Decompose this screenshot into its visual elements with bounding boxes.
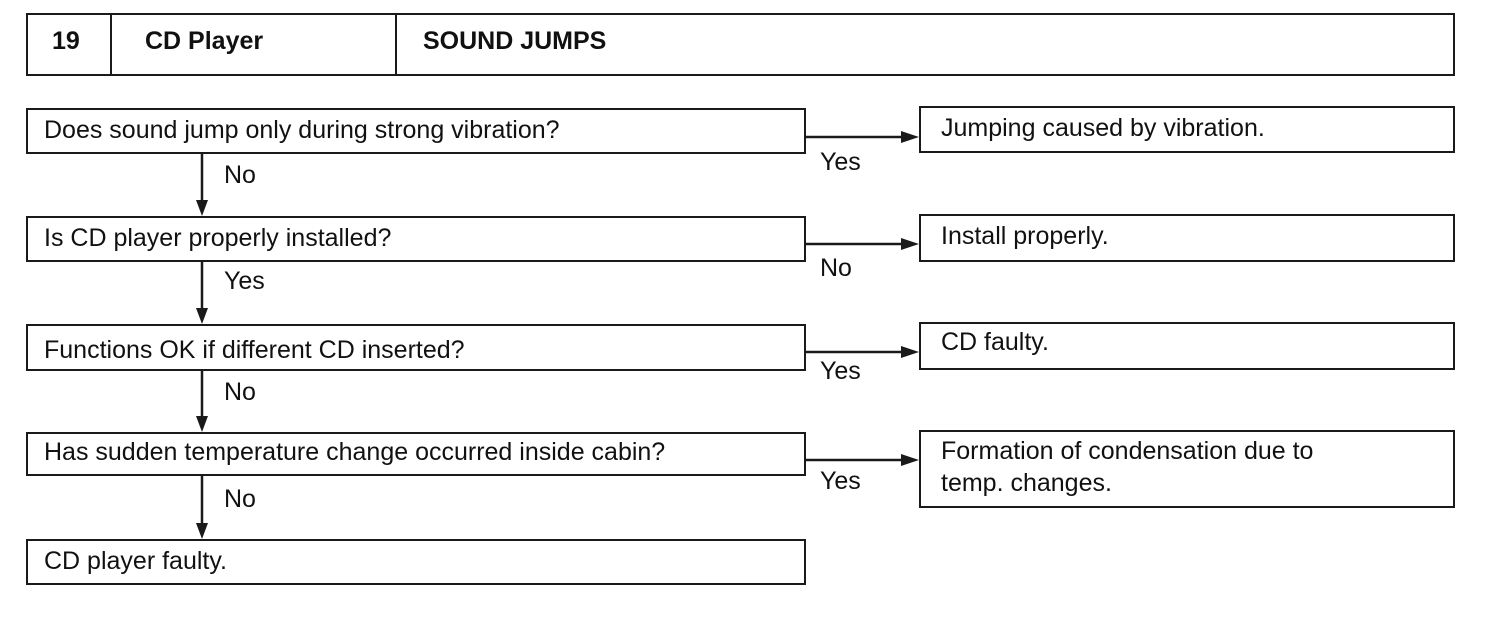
outcome-3-text: CD faulty. (941, 328, 1049, 356)
final-text: CD player faulty. (44, 547, 227, 575)
arrowhead-down (196, 523, 208, 539)
header-symptom: SOUND JUMPS (423, 27, 607, 55)
branch-label-4: Yes (820, 467, 861, 495)
header-bar (26, 13, 1455, 76)
question-box-2 (26, 216, 806, 262)
branch-label-1: Yes (820, 148, 861, 176)
down-label-4: No (224, 485, 256, 513)
branch-label-3: Yes (820, 357, 861, 385)
arrowhead-down (196, 200, 208, 216)
outcome-2-text: Install properly. (941, 222, 1109, 250)
outcome-box-2 (919, 214, 1455, 262)
question-2-text: Is CD player properly installed? (44, 224, 392, 252)
arrowhead-down (196, 308, 208, 324)
arrowhead-right (901, 131, 919, 143)
question-box-1 (26, 108, 806, 154)
arrowhead-right (901, 454, 919, 466)
question-1-text: Does sound jump only during strong vibra… (44, 116, 560, 144)
outcome-1-text: Jumping caused by vibration. (941, 114, 1265, 142)
header-number: 19 (52, 27, 80, 55)
header-divider-2 (395, 13, 397, 76)
outcome-box-1 (919, 106, 1455, 153)
down-label-2: Yes (224, 267, 265, 295)
outcome-4-line-2: temp. changes. (941, 469, 1112, 497)
down-label-1: No (224, 161, 256, 189)
final-box (26, 539, 806, 585)
outcome-box-4 (919, 430, 1455, 508)
outcome-box-3 (919, 322, 1455, 370)
down-label-3: No (224, 378, 256, 406)
question-box-4 (26, 432, 806, 476)
question-box-3 (26, 324, 806, 371)
header-component: CD Player (145, 27, 264, 55)
arrowhead-down (196, 416, 208, 432)
branch-label-2: No (820, 254, 852, 282)
arrowhead-right (901, 346, 919, 358)
question-3-text: Functions OK if different CD inserted? (44, 336, 465, 364)
header-divider-1 (110, 13, 112, 76)
question-4-text: Has sudden temperature change occurred i… (44, 438, 666, 466)
arrowhead-right (901, 238, 919, 250)
outcome-4-line-1: Formation of condensation due to (941, 437, 1314, 465)
